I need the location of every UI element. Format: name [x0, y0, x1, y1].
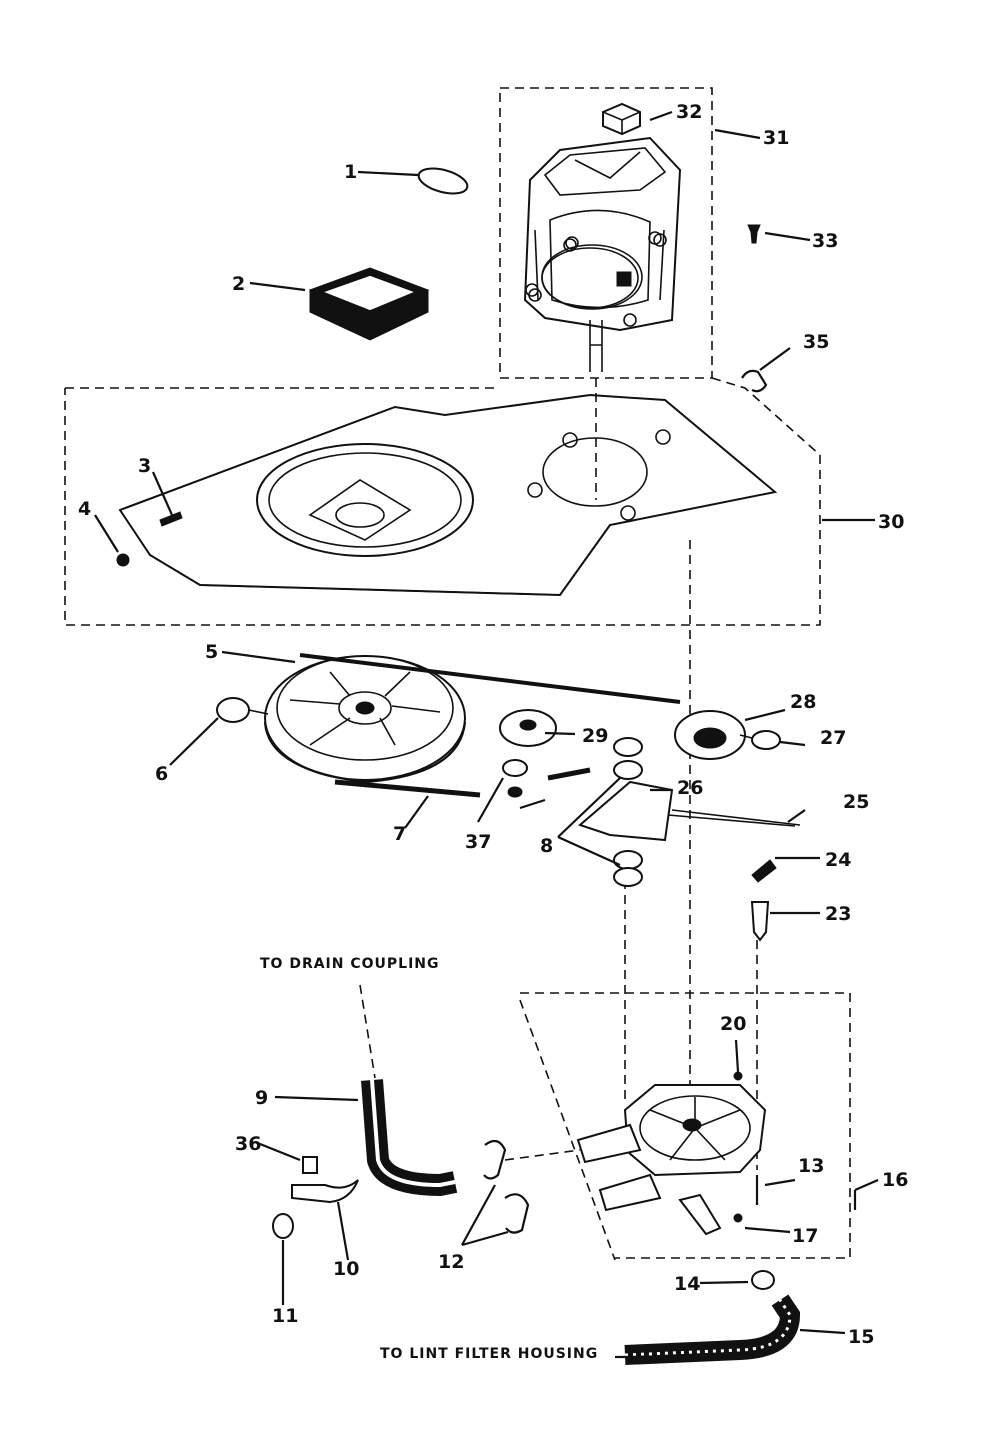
pump-housing [576, 1084, 767, 1236]
note-drain-coupling: TO DRAIN COUPLING [260, 956, 440, 972]
plate-upper-holes [527, 429, 671, 521]
idler-lever-part [667, 814, 796, 827]
label-27: 27 [820, 727, 846, 749]
drive-belt [299, 653, 681, 798]
clamp-14-part [751, 1270, 775, 1290]
pin-23-part [750, 901, 770, 942]
label-6: 6 [155, 763, 168, 785]
plate-stud-part [159, 511, 183, 527]
washer-8-upper [613, 737, 643, 780]
pump-group-box [520, 992, 851, 1259]
clamp-12-upper [483, 1139, 507, 1180]
label-37: 37 [465, 831, 491, 853]
label-31: 31 [763, 127, 789, 149]
idler-pulley [499, 709, 557, 747]
motor-switch-part [602, 102, 641, 136]
label-13: 13 [798, 1155, 824, 1177]
part-labels: 1 2 3 4 5 6 7 8 9 10 11 12 13 14 15 16 1… [78, 101, 908, 1348]
label-10: 10 [333, 1258, 359, 1280]
note-lint-filter: TO LINT FILTER HOUSING [380, 1346, 598, 1362]
notes: TO DRAIN COUPLING TO LINT FILTER HOUSING [260, 956, 721, 1362]
pump-screw-17 [733, 1213, 743, 1223]
label-5: 5 [205, 641, 218, 663]
baseplate-group-box [64, 377, 821, 626]
clamp-12-lower [504, 1193, 530, 1234]
assembly-axis-lines [504, 378, 758, 1261]
base-plate-motor-hole [541, 244, 643, 310]
label-11: 11 [272, 1305, 298, 1327]
nut-part [116, 553, 130, 567]
screw-33-part [747, 224, 761, 244]
label-30: 30 [878, 511, 904, 533]
pump-bolt-20 [733, 1071, 743, 1081]
label-16: 16 [882, 1169, 908, 1191]
base-plate [118, 231, 778, 597]
label-7: 7 [393, 823, 406, 845]
label-17: 17 [792, 1225, 818, 1247]
label-25: 25 [843, 791, 869, 813]
pulley-key-part [216, 697, 269, 723]
label-36: 36 [235, 1133, 261, 1155]
lint-hose [624, 1294, 801, 1365]
label-9: 9 [255, 1087, 268, 1109]
washer-37-part [502, 759, 546, 810]
label-26: 26 [677, 777, 703, 799]
label-2: 2 [232, 273, 245, 295]
label-12: 12 [438, 1251, 464, 1273]
leader-lines [94, 110, 879, 1359]
motor-pulley [674, 710, 746, 760]
washer-8-lower [613, 850, 643, 887]
plate-holes [525, 233, 667, 297]
bracket-key-part [739, 730, 781, 750]
clip-36-part [302, 1156, 318, 1174]
label-14: 14 [674, 1273, 700, 1295]
spring-24-part [751, 859, 777, 883]
label-23: 23 [825, 903, 851, 925]
label-32: 32 [676, 101, 702, 123]
motor-assembly [523, 136, 682, 372]
label-4: 4 [78, 498, 91, 520]
label-24: 24 [825, 849, 851, 871]
label-8: 8 [540, 835, 553, 857]
label-33: 33 [812, 230, 838, 252]
clip-35-part [741, 369, 768, 393]
label-15: 15 [848, 1326, 874, 1348]
label-20: 20 [720, 1013, 746, 1035]
main-pulley [263, 655, 467, 784]
label-3: 3 [138, 455, 151, 477]
cushion-pad-part [308, 267, 430, 341]
label-28: 28 [790, 691, 816, 713]
label-1: 1 [344, 161, 357, 183]
idler-spring-part [547, 767, 591, 781]
drain-hose [359, 984, 458, 1197]
screw-11-part [272, 1213, 294, 1298]
belt-ring-part [417, 167, 469, 195]
bracket-10-part [291, 1179, 359, 1204]
label-35: 35 [803, 331, 829, 353]
label-29: 29 [582, 725, 608, 747]
